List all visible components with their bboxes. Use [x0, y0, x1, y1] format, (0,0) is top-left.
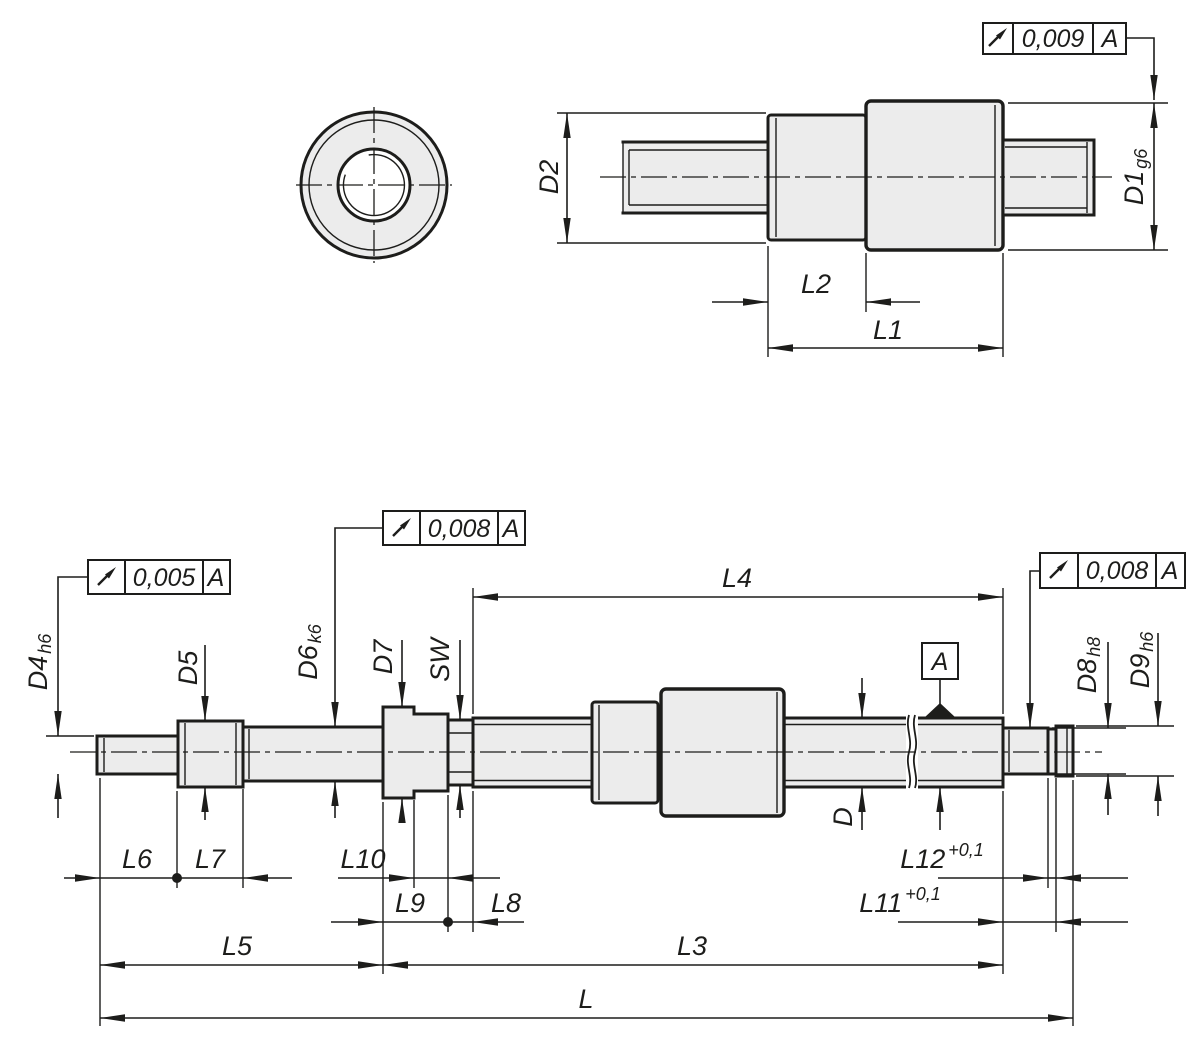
- label-l4: L4: [722, 563, 752, 593]
- label-d5: D5: [173, 650, 203, 685]
- label-l11: L11+0,1: [859, 884, 941, 918]
- label-l1: L1: [873, 315, 903, 345]
- end-view-thread-arc: [342, 153, 406, 217]
- label-l9: L9: [395, 888, 425, 918]
- label-d8: D8h8: [1072, 637, 1104, 694]
- label-l6: L6: [122, 844, 153, 874]
- journal-d8: [1001, 726, 1050, 776]
- nut-side-view: [600, 99, 1112, 252]
- datum-a-label: A: [930, 648, 949, 676]
- nut-view-dimensions: D2 D1g6 0,009 A L2 L1: [534, 22, 1168, 357]
- label-d1: D1g6: [1119, 148, 1151, 206]
- label-l12: L12+0,1: [900, 840, 984, 874]
- label-d6: D6k6: [293, 623, 325, 680]
- journal-d9: [1054, 724, 1075, 778]
- datum-triangle-icon: [924, 703, 956, 718]
- label-l10: L10: [340, 844, 385, 874]
- spindle-view: [70, 687, 1102, 818]
- label-l7: L7: [195, 844, 226, 874]
- journal-d6: [241, 725, 385, 783]
- tolerance-value-right: 0,008: [1086, 557, 1149, 585]
- tolerance-frame-left: 0,005 A: [87, 559, 231, 595]
- label-d9: D9h6: [1125, 631, 1157, 689]
- label-d: D: [828, 807, 858, 827]
- tolerance-frame-right: 0,008 A: [1039, 552, 1186, 589]
- tolerance-datum-top: A: [1100, 25, 1119, 53]
- tolerance-datum-right: A: [1160, 557, 1179, 585]
- tolerance-value-top: 0,009: [1022, 25, 1085, 53]
- label-l5: L5: [222, 931, 253, 961]
- tolerance-value-mid: 0,008: [428, 515, 491, 543]
- end-view: [296, 107, 452, 263]
- tolerance-frame-mid: 0,008 A: [382, 510, 526, 546]
- label-d7: D7: [368, 639, 398, 674]
- spindle-diameter-callouts: 0,005 A D4h6 D5 0,008 A D6k6 D7 SW: [23, 510, 1186, 830]
- label-l8: L8: [491, 888, 521, 918]
- journal-d4: [95, 734, 180, 776]
- tolerance-value-left: 0,005: [133, 564, 196, 592]
- nut-body: [864, 99, 1005, 252]
- spindle-length-dimensions: L4 L6 L7 L10 L12+0,1 L9 L8 L11+0,1 L5 L3: [64, 563, 1128, 1026]
- datum-a: A: [921, 642, 959, 830]
- label-d4: D4h6: [23, 633, 55, 691]
- label-l2: L2: [801, 269, 831, 299]
- tolerance-datum-mid: A: [501, 515, 520, 543]
- tolerance-frame-top: 0,009 A: [982, 22, 1127, 55]
- journal-d5: [176, 719, 245, 789]
- tolerance-datum-left: A: [206, 564, 225, 592]
- label-d2: D2: [534, 160, 564, 195]
- label-l3: L3: [677, 931, 707, 961]
- label-l: L: [578, 984, 593, 1014]
- label-sw: SW: [425, 636, 455, 682]
